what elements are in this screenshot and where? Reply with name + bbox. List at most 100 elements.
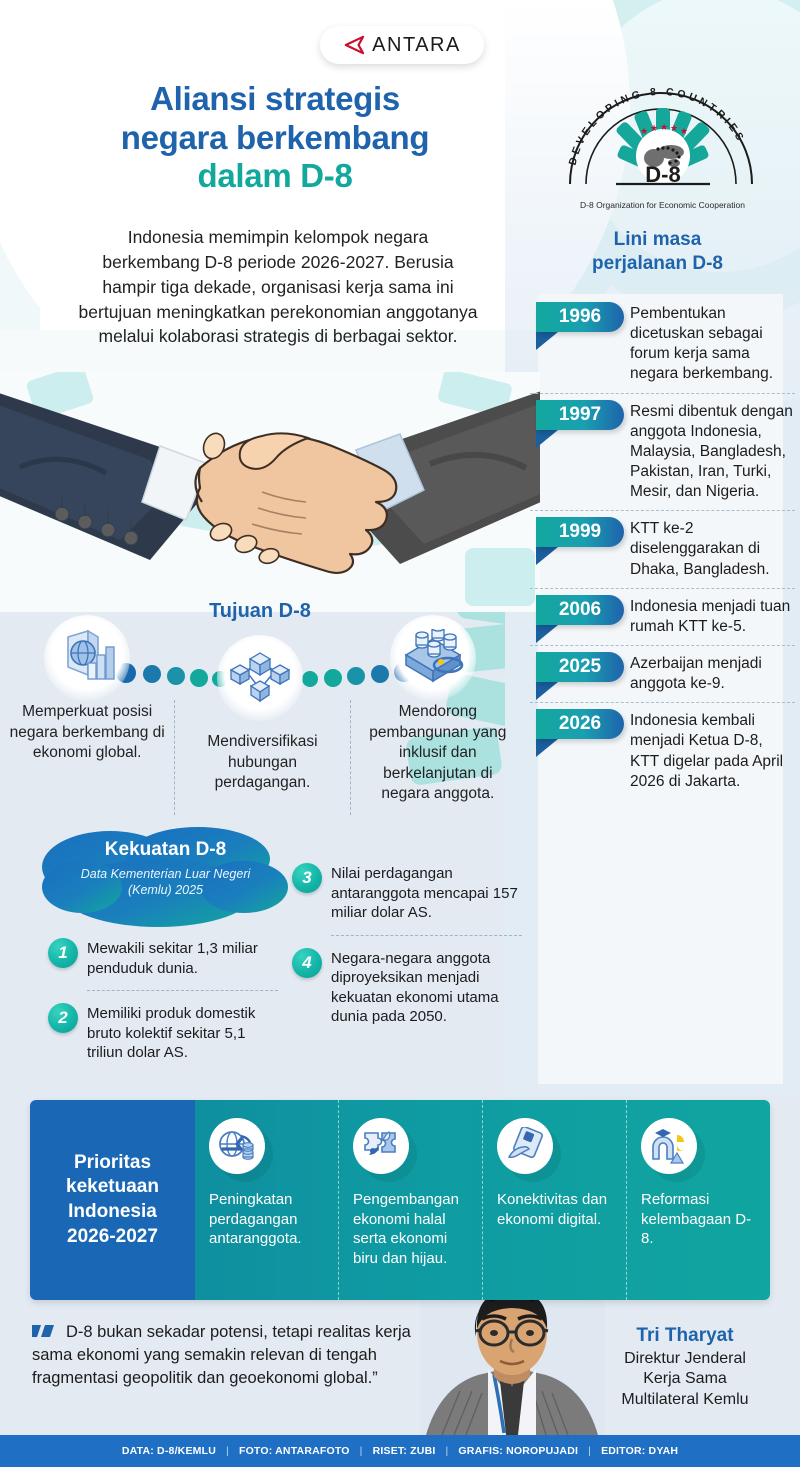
kekuatan-header-blob: Kekuatan D-8 Data Kementerian Luar Neger… — [38, 825, 293, 933]
svg-text:D-8: D-8 — [645, 162, 680, 187]
person-name: Tri Tharyat — [636, 1325, 734, 1346]
kekuatan-subtitle-1: Data Kementerian Luar Negeri — [80, 867, 251, 881]
credit-editor: EDITOR: DYAH — [601, 1445, 679, 1457]
kekuatan-item-text: Negara-negara anggota diproyeksikan menj… — [331, 949, 499, 1026]
timeline-title-line-1: Lini masa — [613, 229, 702, 250]
kekuatan-item: 2 Memiliki produk domestik bruto kolekti… — [48, 995, 278, 1071]
timeline-year-wrap: 1999 — [530, 517, 630, 579]
goal-item: Memperkuat posisi negara berkembang di e… — [9, 703, 165, 762]
title-line-1: Aliansi strategis — [150, 80, 400, 117]
prioritas-cell-label: Konektivitas dan ekonomi digital. — [497, 1191, 608, 1228]
antara-logo: ANTARA — [320, 26, 484, 64]
timeline-row: 1999 KTT ke-2 diselenggarakan di Dhaka, … — [530, 510, 795, 587]
d8-logo-caption: D-8 Organization for Economic Cooperatio… — [580, 200, 745, 210]
kekuatan-item-text: Memiliki produk domestik bruto kolektif … — [87, 1005, 256, 1061]
kekuatan-item: 3 Nilai perdagangan antaranggota mencapa… — [292, 855, 522, 931]
page-title: Aliansi strategis negara berkembang dala… — [60, 80, 490, 196]
timeline-year: 1999 — [536, 517, 624, 548]
timeline-ribbon-tail — [536, 739, 558, 758]
timeline-year-wrap: 2006 — [530, 594, 630, 643]
timeline-row: 1997 Resmi dibentuk dengan anggota Indon… — [530, 392, 795, 511]
prioritas-cell: Peningkatan perdagangan antaranggota. — [195, 1100, 338, 1300]
timeline-row: 1996 Pembentukan dicetuskan sebagai foru… — [530, 296, 795, 393]
svg-text:★: ★ — [650, 123, 658, 133]
timeline-year-wrap: 1996 — [530, 302, 630, 385]
timeline-ribbon-tail — [536, 429, 558, 448]
kekuatan-item: 4 Negara-negara anggota diproyeksikan me… — [292, 940, 522, 1035]
timeline-ribbon-tail — [536, 624, 558, 643]
prioritas-cell: Konektivitas dan ekonomi digital. — [482, 1100, 626, 1300]
arch-reform-icon — [641, 1118, 697, 1174]
svg-text:★: ★ — [680, 126, 688, 136]
number-badge: 3 — [292, 863, 322, 893]
goal-list: Memperkuat posisi negara berkembang di e… — [0, 700, 525, 815]
timeline-row: 2025 Azerbaijan menjadi anggota ke-9. — [530, 644, 795, 702]
prioritas-cells: Peningkatan perdagangan antaranggota. Pe… — [195, 1100, 770, 1300]
timeline-ribbon-tail — [536, 547, 558, 566]
digital-device-hand-icon — [497, 1118, 553, 1174]
quote-attribution: Tri Tharyat Direktur Jenderal Kerja Sama… — [575, 1325, 795, 1410]
kekuatan-item-text: Mewakili sekitar 1,3 miliar penduduk dun… — [87, 940, 258, 977]
prioritas-title-line-2: keketuaan — [66, 1176, 159, 1198]
title-line-3: dalam D-8 — [197, 157, 353, 195]
timeline-description: KTT ke-2 diselenggarakan di Dhaka, Bangl… — [630, 520, 770, 578]
credit-separator: | — [588, 1445, 592, 1457]
prioritas-cell: Pengembangan ekonomi halal serta ekonomi… — [338, 1100, 482, 1300]
number-badge: 2 — [48, 1003, 78, 1033]
credit-separator: | — [445, 1445, 449, 1457]
kekuatan-column-right: 3 Nilai perdagangan antaranggota mencapa… — [292, 855, 522, 1035]
credit-separator: | — [359, 1445, 363, 1457]
tujuan-section-title: Tujuan D-8 — [209, 600, 311, 622]
timeline-year-wrap: 1997 — [530, 399, 630, 503]
timeline-year: 1996 — [536, 302, 624, 332]
timeline-description: Indonesia kembali menjadi Ketua D-8, KTT… — [630, 712, 784, 790]
prioritas-cell-label: Pengembangan ekonomi halal serta ekonomi… — [353, 1191, 459, 1267]
svg-text:★: ★ — [670, 123, 678, 133]
kekuatan-subtitle-2: (Kemlu) 2025 — [127, 882, 204, 897]
prioritas-title-line-3: Indonesia — [68, 1201, 157, 1222]
quote-text: D-8 bukan sekadar potensi, tetapi realit… — [32, 1323, 411, 1387]
handshake-illustration — [0, 372, 540, 612]
prioritas-cell: Reformasi kelembagaan D-8. — [626, 1100, 770, 1300]
svg-text:★: ★ — [640, 126, 648, 136]
timeline-year: 2025 — [536, 651, 624, 682]
timeline-row: 2026 Indonesia kembali menjadi Ketua D-8… — [530, 702, 795, 800]
number-badge: 4 — [292, 947, 322, 978]
d8-logo: DEVELOPING 8 COUNTRIES ★★★ ★★ — [567, 86, 753, 187]
timeline-year: 1997 — [536, 399, 624, 430]
goal-item: Mendorong pembangunan yang inklusif dan … — [369, 703, 507, 803]
quote-section: D-8 bukan sekadar potensi, tetapi realit… — [0, 1287, 800, 1435]
prioritas-cell-label: Peningkatan perdagangan antaranggota. — [209, 1191, 302, 1247]
footer-credits-bar: DATA: D-8/KEMLU | FOTO: ANTARAFOTO | RIS… — [0, 1435, 800, 1467]
goal-icons — [0, 615, 520, 721]
credit-separator: | — [226, 1445, 229, 1457]
person-role: Direktur Jenderal Kerja Sama Multilatera… — [575, 1349, 795, 1410]
kekuatan-item: 1 Mewakili sekitar 1,3 miliar penduduk d… — [48, 930, 278, 986]
puzzle-leaf-icon — [353, 1118, 409, 1174]
intro-paragraph: Indonesia memimpin kelompok negara berke… — [78, 227, 478, 347]
divider — [87, 990, 278, 991]
timeline-year: 2026 — [536, 709, 624, 740]
globe-chart-shield-icon — [44, 615, 130, 701]
prioritas-title-line-1: Prioritas — [73, 1151, 152, 1173]
timeline-title-line-2: perjalanan D-8 — [592, 252, 723, 274]
industry-platform-icon — [390, 615, 476, 701]
antara-wordmark: ANTARA — [372, 33, 461, 56]
timeline-description: Azerbaijan menjadi anggota ke-9. — [630, 654, 762, 693]
person-role-line-1: Direktur Jenderal — [624, 1350, 746, 1367]
goal-item: Mendiversifikasi hubungan perdagangan. — [174, 700, 351, 815]
prioritas-cell-label: Reformasi kelembagaan D-8. — [641, 1191, 752, 1247]
quote-mark-icon — [32, 1325, 54, 1337]
svg-text:★: ★ — [660, 122, 668, 132]
timeline-title: Lini masa perjalanan D-8 — [530, 228, 785, 276]
timeline-ribbon-tail — [536, 681, 558, 700]
timeline-year: 2006 — [536, 594, 624, 625]
kekuatan-column-left: 1 Mewakili sekitar 1,3 miliar penduduk d… — [48, 930, 278, 1071]
timeline-year-wrap: 2026 — [530, 709, 630, 792]
timeline-row: 2006 Indonesia menjadi tuan rumah KTT ke… — [530, 587, 795, 645]
kekuatan-item-text: Nilai perdagangan antaranggota mencapai … — [331, 865, 518, 921]
timeline-list: 1996 Pembentukan dicetuskan sebagai foru… — [530, 296, 795, 800]
timeline-description: Resmi dibentuk dengan anggota Indonesia,… — [630, 402, 793, 501]
divider — [331, 934, 522, 936]
